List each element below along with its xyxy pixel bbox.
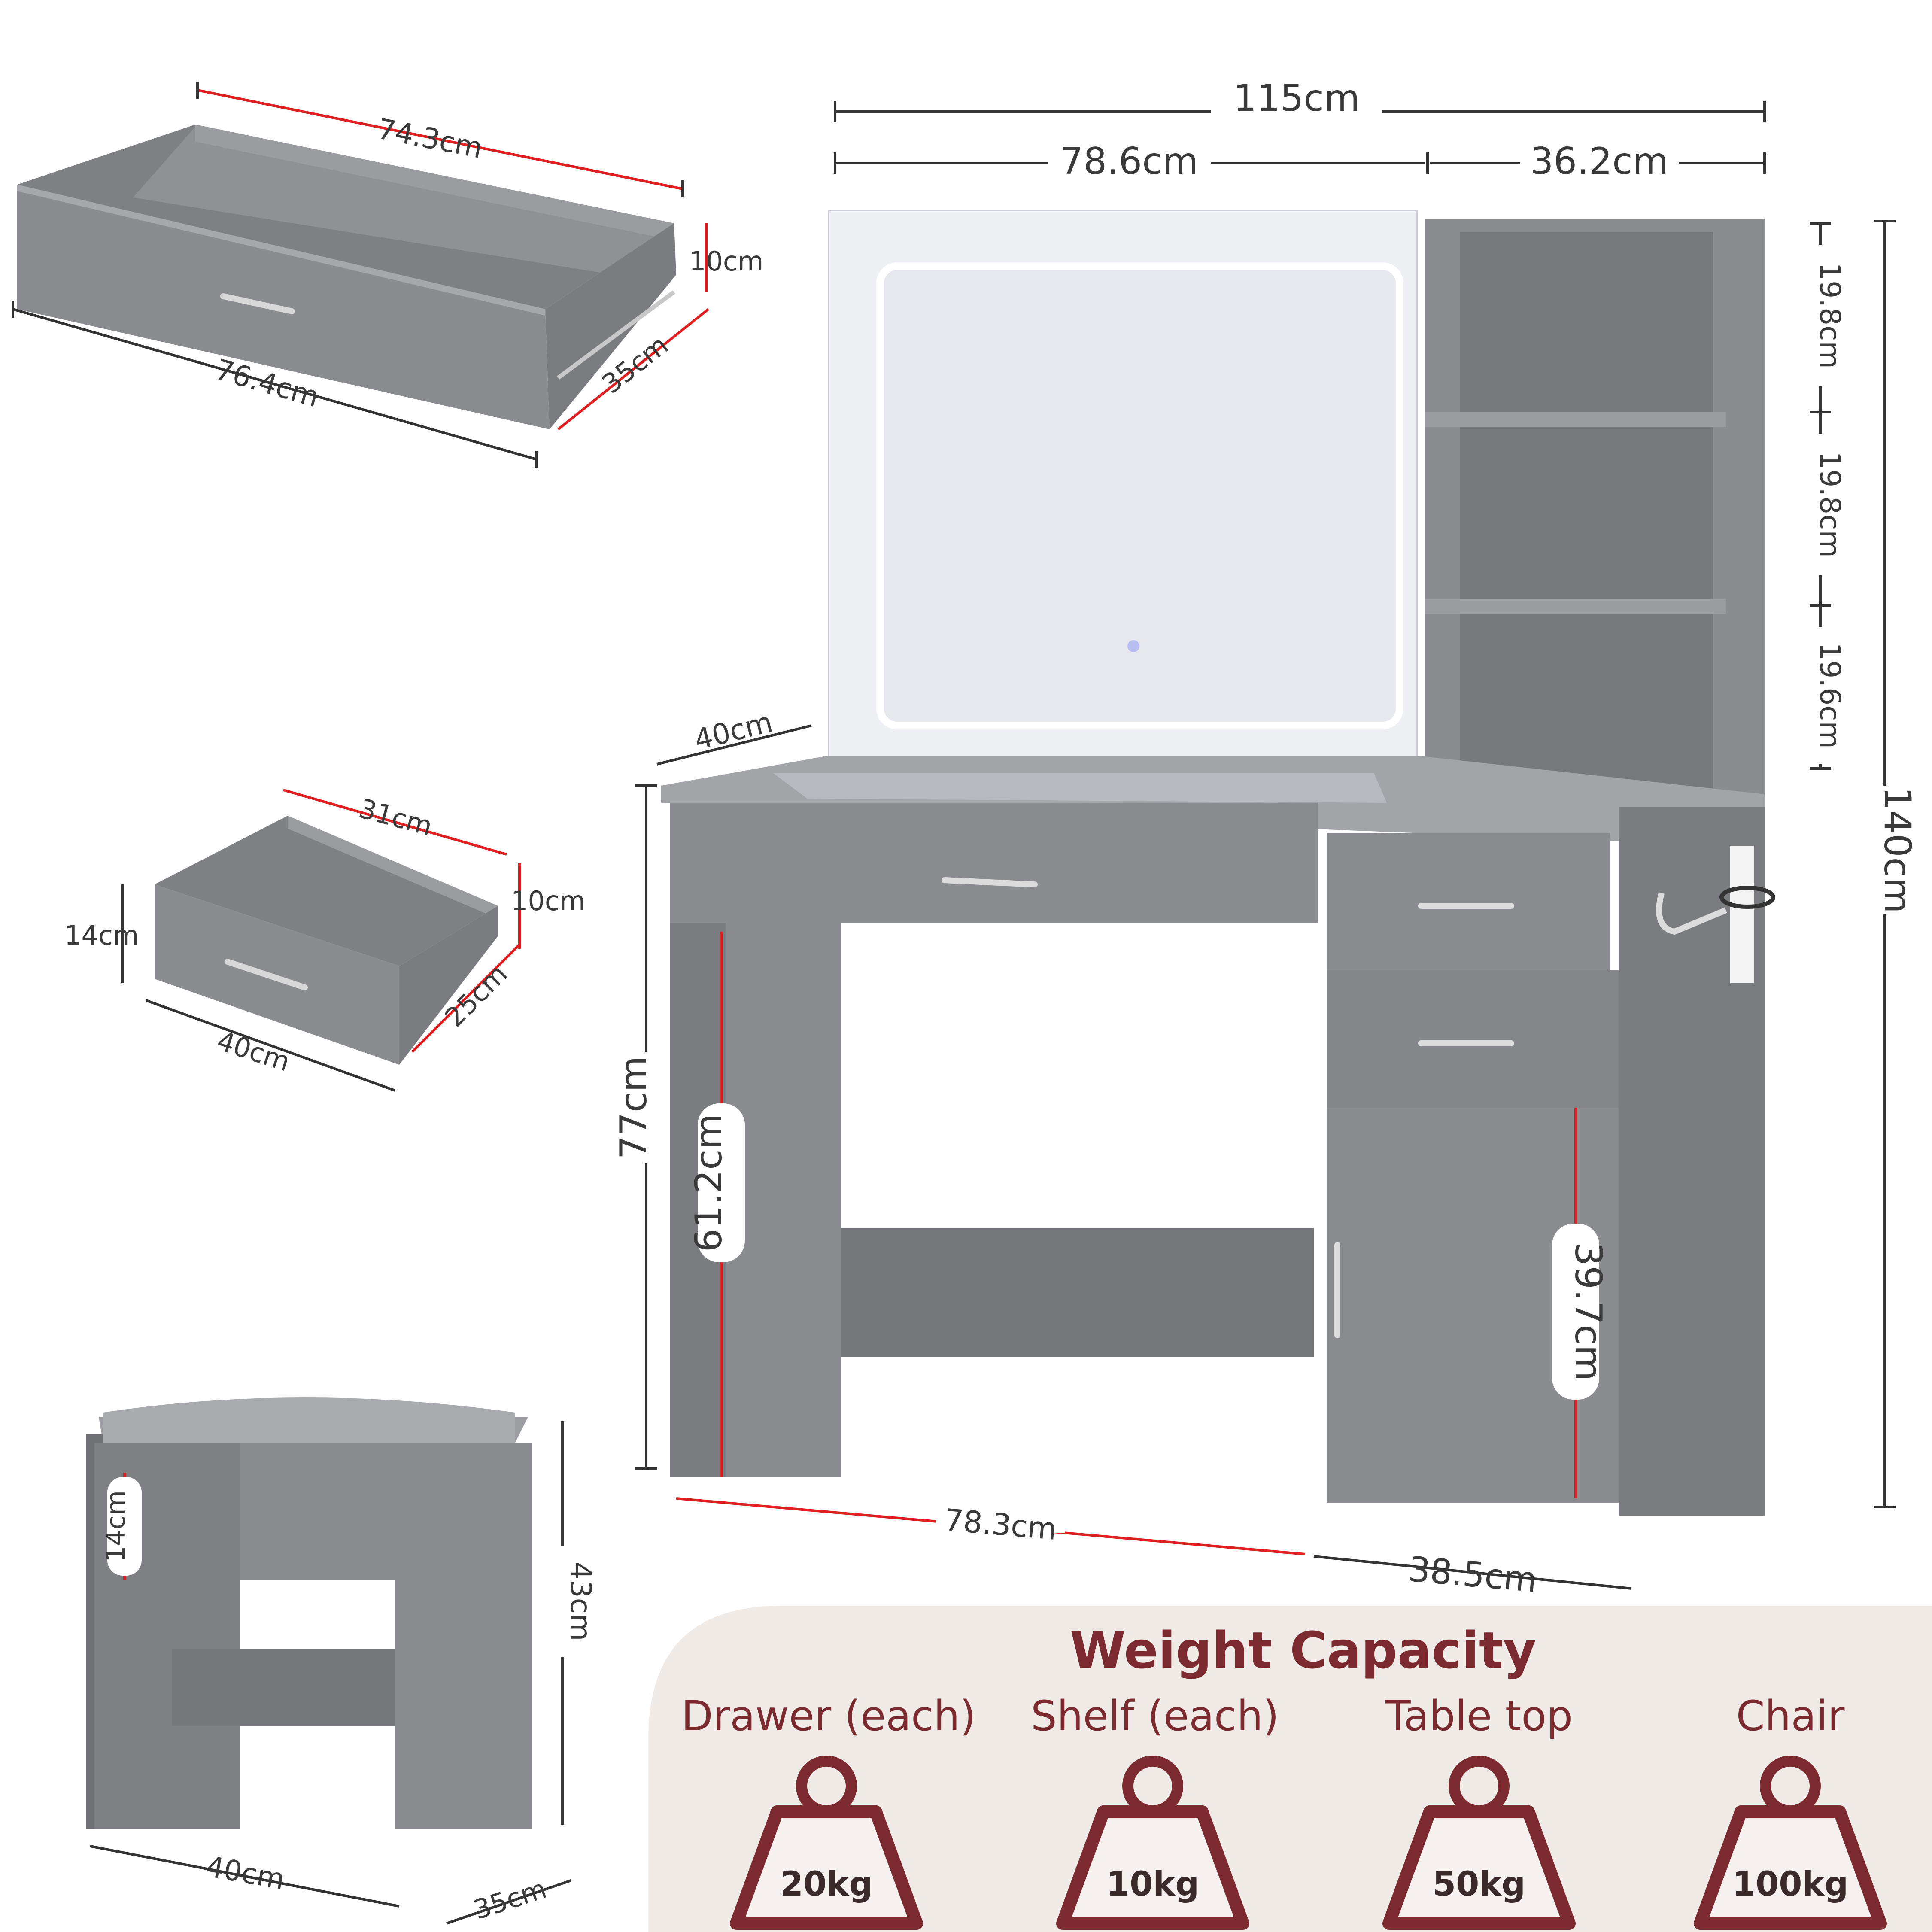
weight-capacity-item-weight: 100kg xyxy=(1732,1865,1849,1904)
weight-capacity-item-drawer: Drawer (each) 20kg xyxy=(681,1692,976,1930)
kettlebell-icon xyxy=(730,1756,923,1930)
weight-capacity-item-label: Drawer (each) xyxy=(681,1692,976,1740)
stool-dimensions: 40cm 35cm 43cm 14cm xyxy=(90,1421,597,1926)
drawer-large-height-label: 10cm xyxy=(689,246,763,277)
vanity-shelf-width-label: 36.2cm xyxy=(1530,140,1669,183)
drawer-small-width-label: 31cm xyxy=(355,793,435,842)
kettlebell-icon xyxy=(1382,1756,1576,1930)
weight-capacity-item-shelf: Shelf (each) 10kg xyxy=(1031,1692,1279,1930)
hair-dryer-hook-icon xyxy=(1656,892,1727,935)
drawer-large-illustration xyxy=(17,125,676,429)
stool-seat-height-label: 14cm xyxy=(101,1490,131,1562)
vanity-mirror-width-label: 78.6cm xyxy=(1060,140,1199,183)
weight-capacity-item-label: Chair xyxy=(1736,1692,1845,1740)
weight-capacity-panel: Weight Capacity Drawer (each) 20kg Shelf… xyxy=(648,1606,1932,1932)
weight-capacity-item-label: Shelf (each) xyxy=(1031,1692,1279,1740)
weight-capacity-item-weight: 50kg xyxy=(1433,1865,1525,1904)
stool-height-label: 43cm xyxy=(564,1562,597,1641)
vanity-total-height-label: 140cm xyxy=(1876,787,1919,913)
vanity-shelf-height-3-label: 19.6cm xyxy=(1814,642,1847,749)
weight-capacity-item-weight: 10kg xyxy=(1106,1865,1199,1904)
vanity-illustration xyxy=(661,210,1775,1516)
vanity-desk-height-label: 77cm xyxy=(612,1056,655,1160)
weight-capacity-item-chair: Chair 100kg xyxy=(1694,1692,1887,1930)
power-outlet-icon xyxy=(1730,846,1754,983)
vanity-cabinet-width-label: 38.5cm xyxy=(1407,1549,1539,1600)
kettlebell-icon xyxy=(1056,1756,1249,1930)
kettlebell-icon xyxy=(1694,1756,1887,1930)
stool-depth-label: 35cm xyxy=(470,1873,550,1926)
drawer-small-front-height-label: 14cm xyxy=(64,920,139,951)
vanity-desk-depth-label: 40cm xyxy=(691,705,776,756)
drawer-small-height-label: 10cm xyxy=(511,885,585,917)
vanity-knee-height-label: 61.2cm xyxy=(687,1114,730,1252)
weight-capacity-title: Weight Capacity xyxy=(1070,1621,1536,1680)
stool-width-label: 40cm xyxy=(204,1850,287,1896)
weight-capacity-item-label: Table top xyxy=(1385,1692,1573,1740)
vanity-cabinet-height-label: 39.7cm xyxy=(1567,1242,1610,1381)
vanity-dimensions: 115cm 78.6cm 36.2cm 19.8cm 19.8cm 19.6cm… xyxy=(612,77,1919,1600)
vanity-shelf-height-2-label: 19.8cm xyxy=(1814,451,1847,558)
weight-capacity-item-weight: 20kg xyxy=(780,1865,873,1904)
vanity-total-width-label: 115cm xyxy=(1233,77,1360,120)
drawer-large-width-label: 74.3cm xyxy=(375,112,486,165)
drawer-small-illustration xyxy=(155,816,498,1065)
stool-illustration xyxy=(86,1397,532,1829)
vanity-shelf-height-1-label: 19.8cm xyxy=(1814,262,1847,369)
weight-capacity-item-table-top: Table top 50kg xyxy=(1382,1692,1576,1930)
touch-sensor-icon xyxy=(1127,640,1139,652)
drawer-small-front-width-label: 40cm xyxy=(213,1025,294,1078)
